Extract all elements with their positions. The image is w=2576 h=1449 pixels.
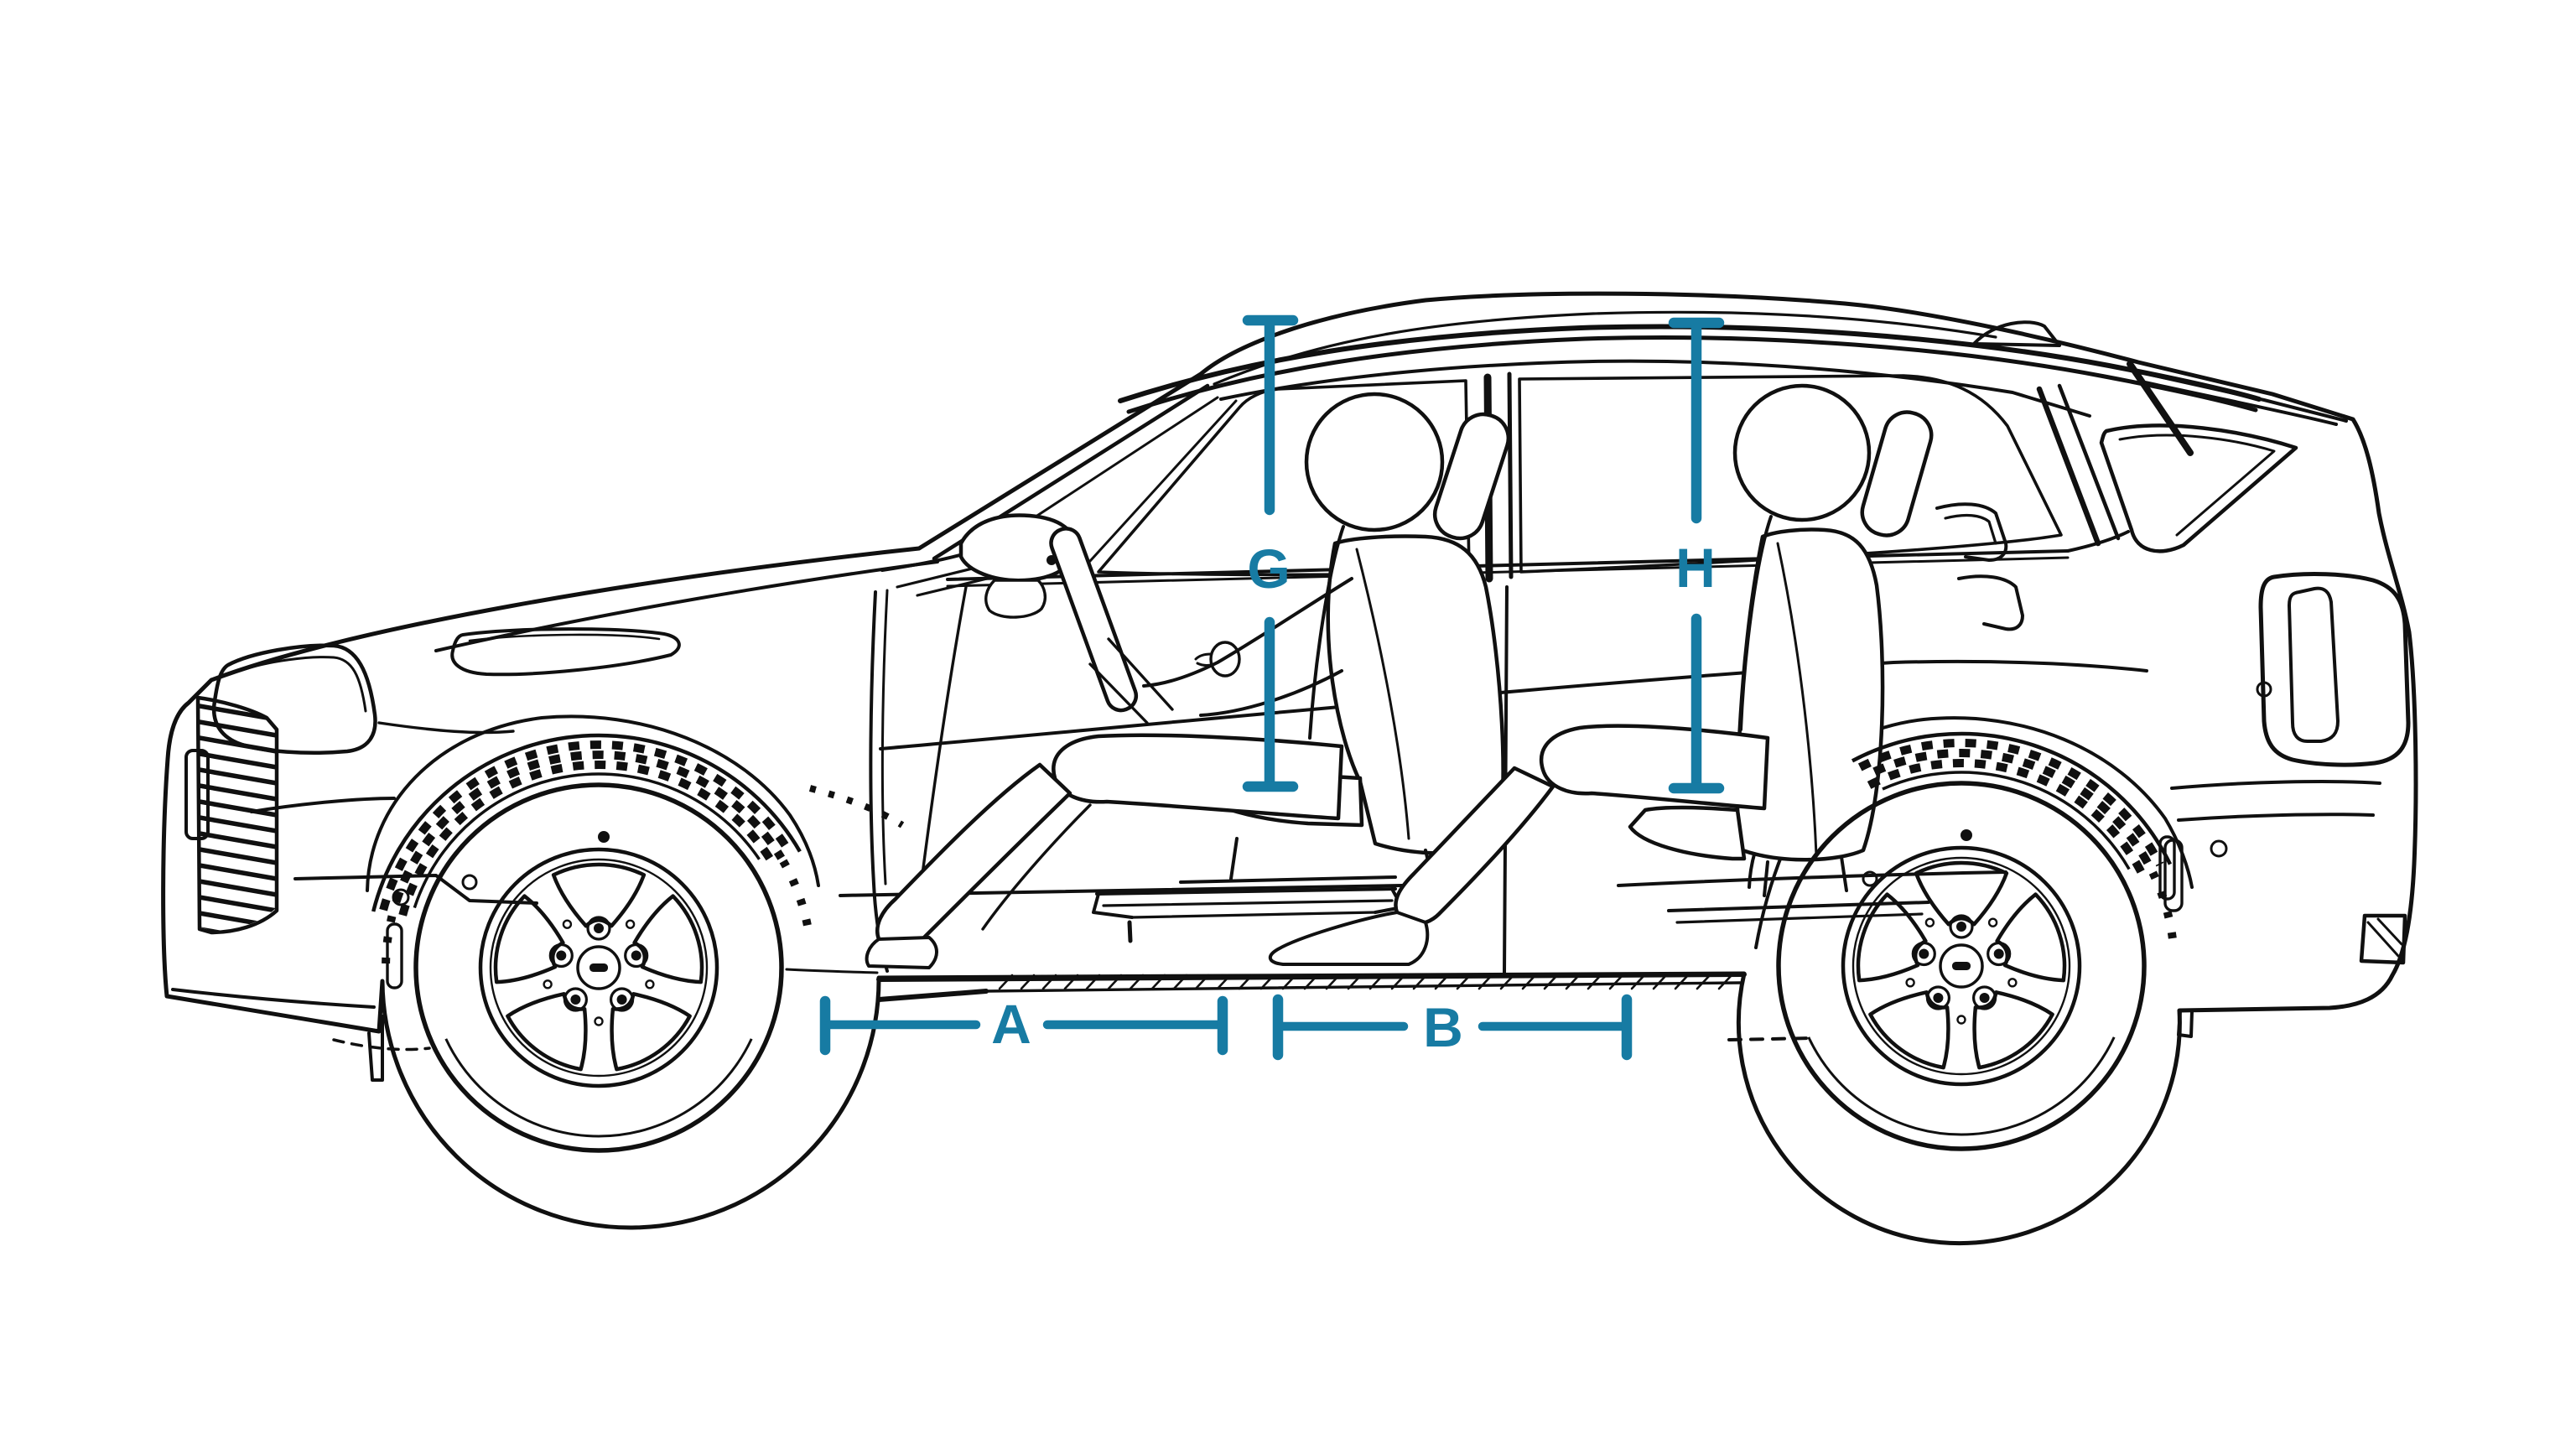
svg-text:H: H: [1675, 537, 1716, 599]
svg-text:B: B: [1423, 996, 1463, 1058]
svg-text:G: G: [1247, 538, 1290, 600]
svg-text:A: A: [991, 993, 1031, 1055]
